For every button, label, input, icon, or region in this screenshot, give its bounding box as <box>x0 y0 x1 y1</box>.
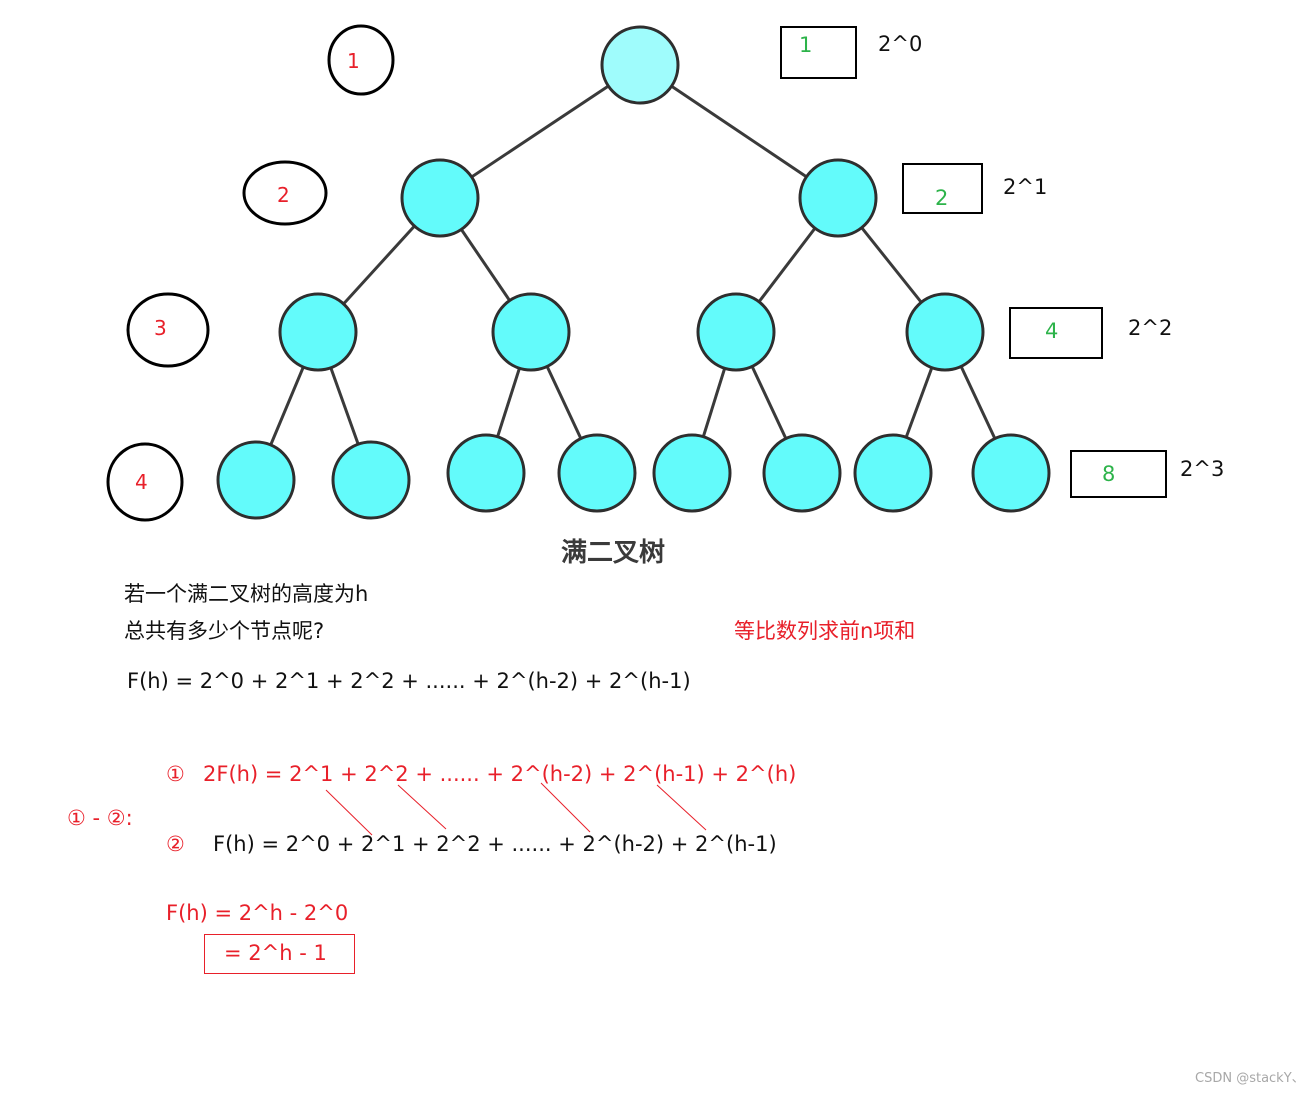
cancel-stroke <box>397 784 447 830</box>
power-label-2: 2^1 <box>1003 175 1048 199</box>
cancel-strokes <box>325 782 707 836</box>
node-count-2: 2 <box>935 186 949 210</box>
power-label-1: 2^0 <box>878 32 923 56</box>
tree-node <box>446 433 526 513</box>
cancel-stroke <box>540 782 591 833</box>
edge <box>439 63 641 200</box>
level-ellipse-3 <box>126 292 210 368</box>
level-number-1: 1 <box>347 49 360 73</box>
count-boxes <box>780 26 1167 498</box>
subtract-label: ① - ②: <box>67 806 133 830</box>
count-box-2 <box>902 163 983 214</box>
tree-edges <box>254 63 1013 481</box>
count-box-1 <box>780 26 857 79</box>
tree-node <box>762 433 842 513</box>
tree-node <box>216 440 296 520</box>
tree-node <box>971 433 1051 513</box>
sum-formula: F(h) = 2^0 + 2^1 + 2^2 + ...... + 2^(h-2… <box>127 669 691 693</box>
tree-node-root <box>600 25 680 105</box>
level-number-3: 3 <box>154 316 167 340</box>
tree-node <box>696 292 776 372</box>
node-count-4: 8 <box>1102 462 1116 486</box>
equation-1: 2F(h) = 2^1 + 2^2 + ...... + 2^(h-2) + 2… <box>203 762 797 786</box>
geometric-series-note: 等比数列求前n项和 <box>734 619 916 643</box>
level-ellipses <box>106 24 395 522</box>
tree-node <box>557 433 637 513</box>
tree-node <box>400 158 480 238</box>
result-line-1: F(h) = 2^h - 2^0 <box>166 901 349 925</box>
tree-node <box>798 158 878 238</box>
count-box-4 <box>1070 450 1167 498</box>
node-count-1: 1 <box>799 33 813 57</box>
question-line-1: 若一个满二叉树的高度为h <box>124 582 369 606</box>
count-box-3 <box>1009 307 1103 359</box>
cancel-stroke <box>656 784 707 831</box>
level-number-4: 4 <box>135 470 148 494</box>
cancel-stroke <box>325 789 373 836</box>
diagram-title: 满二叉树 <box>561 538 666 568</box>
tree-node <box>853 433 933 513</box>
tree-nodes <box>216 25 1051 520</box>
level-ellipse-4 <box>106 442 184 522</box>
node-count-3: 4 <box>1045 319 1059 343</box>
result-line-2: = 2^h - 1 <box>224 941 327 965</box>
result-box <box>204 934 355 974</box>
watermark: CSDN @stackY、 <box>1195 1071 1305 1086</box>
tree-node <box>652 433 732 513</box>
question-line-2: 总共有多少个节点呢? <box>124 619 325 643</box>
equation-1-marker: ① <box>166 762 185 786</box>
tree-node <box>491 292 571 372</box>
power-label-4: 2^3 <box>1180 457 1225 481</box>
level-ellipse-2 <box>242 160 328 226</box>
power-label-3: 2^2 <box>1128 316 1173 340</box>
equation-2-marker: ② <box>166 832 185 856</box>
tree-node <box>905 292 985 372</box>
tree-node <box>331 440 411 520</box>
equation-2: F(h) = 2^0 + 2^1 + 2^2 + ...... + 2^(h-2… <box>213 832 777 856</box>
level-number-2: 2 <box>277 183 290 207</box>
level-ellipse-1 <box>327 24 395 96</box>
edge <box>639 63 839 200</box>
tree-node <box>278 292 358 372</box>
